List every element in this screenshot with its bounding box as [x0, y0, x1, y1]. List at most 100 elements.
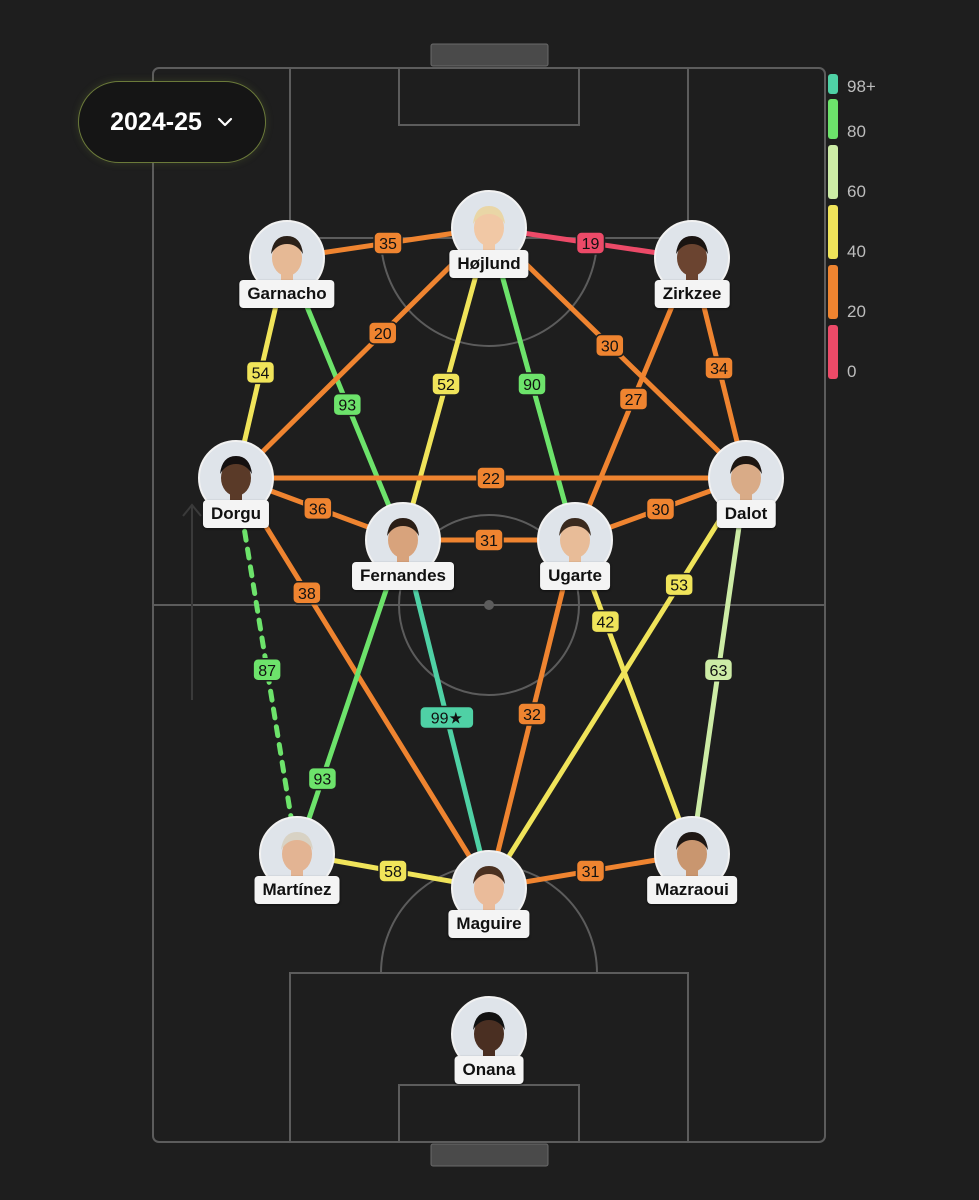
- link-value-badge: 52: [431, 372, 461, 396]
- link-value-badge: 36: [303, 496, 333, 521]
- link-value-bg: [373, 231, 403, 255]
- attack-direction-arrow: [182, 503, 202, 700]
- link-value-text: 63: [710, 663, 728, 680]
- chevron-down-icon: [217, 117, 232, 127]
- link-value-badge: 99★: [419, 705, 475, 730]
- link-value-bg: [367, 321, 398, 345]
- link-value-badge: 42: [590, 609, 621, 634]
- top-penalty-arc: [380, 237, 598, 347]
- player-name: Garnacho: [239, 280, 335, 308]
- legend-label-98: 98+: [847, 77, 876, 96]
- link-value-badge: 22: [476, 466, 506, 490]
- link-value-badge: 32: [517, 702, 547, 726]
- link-value-text: 58: [384, 864, 402, 881]
- link-value-badge: 30: [595, 333, 625, 358]
- link-value-badge: 27: [618, 387, 649, 411]
- player-name: Dorgu: [202, 500, 270, 528]
- link-value-bg: [378, 859, 408, 883]
- player-name: Mazraoui: [647, 876, 737, 904]
- link-value-text: 90: [523, 377, 541, 394]
- link-value-badge: 90: [517, 372, 547, 396]
- link-value-bg: [252, 658, 282, 682]
- link-value-badge: 35: [373, 231, 403, 255]
- player-name: Zirkzee: [654, 280, 730, 308]
- player-name: Martínez: [254, 876, 340, 904]
- legend-label-80: 80: [847, 122, 866, 141]
- link-value-text: 42: [597, 615, 615, 632]
- link-value-bg: [618, 387, 649, 411]
- link-value-text: 54: [252, 365, 270, 382]
- player-name: Ugarte: [540, 562, 610, 590]
- player-name: Onana: [454, 1056, 524, 1084]
- link-value-text: 30: [652, 502, 670, 519]
- bottom-goal-area: [398, 1084, 580, 1143]
- link-value-bg: [303, 496, 333, 521]
- link-value-badge: 19: [575, 231, 606, 255]
- link-value-text: 31: [582, 864, 600, 881]
- link-value-bg: [595, 333, 625, 358]
- season-dropdown[interactable]: 2024-25: [78, 81, 266, 163]
- link-value-badge: 87: [252, 658, 282, 682]
- link-value-text: 99★: [431, 710, 463, 727]
- link-value-bg: [704, 356, 734, 380]
- top-goal: [430, 43, 549, 67]
- link-value-text: 31: [480, 533, 498, 550]
- pass-links: 35 19 54 93 20 52 90 30 27 34 22 36 31 30 38 87 93 99★ 32 4…: [233, 225, 749, 891]
- link-value-badge: 53: [664, 572, 694, 597]
- link-value-bg: [292, 581, 322, 605]
- link-value-text: 52: [437, 377, 455, 394]
- player-name: Fernandes: [352, 562, 454, 590]
- legend-bar-4: [828, 265, 838, 319]
- legend-label-40: 40: [847, 242, 866, 261]
- player-name: Dalot: [716, 500, 776, 528]
- link-value-bg: [703, 658, 734, 682]
- link-value-badge: 30: [645, 497, 676, 521]
- link-value-badge: 34: [704, 356, 734, 380]
- bottom-goal: [430, 1143, 549, 1167]
- link-value-badge: 93: [307, 766, 338, 791]
- link-value-bg: [474, 528, 504, 552]
- link-value-bg: [575, 231, 606, 255]
- link-value-text: 38: [298, 586, 316, 603]
- link-value-text: 32: [523, 707, 541, 724]
- center-spot: [484, 600, 494, 610]
- link-value-badge: 93: [332, 392, 363, 417]
- link-value-text: 19: [582, 236, 600, 253]
- player-name: Højlund: [449, 250, 529, 278]
- link-value-text: 87: [258, 663, 276, 680]
- top-goal-area: [398, 67, 580, 126]
- link-value-badge: 20: [367, 321, 398, 345]
- link-value-bg: [664, 572, 694, 597]
- link-value-bg: [517, 702, 547, 726]
- legend-scale: [828, 74, 838, 379]
- link-value-badge: 31: [474, 528, 504, 552]
- link-value-bg: [307, 766, 338, 791]
- link-value-text: 53: [670, 578, 688, 595]
- link-value-text: 22: [482, 471, 500, 488]
- link-value-badge: 58: [378, 859, 408, 883]
- link-value-bg: [332, 392, 363, 417]
- legend-bar-2: [828, 145, 838, 199]
- link-hojlund-dorgu[interactable]: [233, 225, 492, 481]
- season-value: 2024-25: [110, 107, 202, 136]
- legend-label-0: 0: [847, 362, 857, 381]
- legend-bar-0: [828, 74, 838, 94]
- link-value-text: 36: [309, 501, 327, 518]
- link-value-text: 93: [314, 772, 332, 789]
- link-value-text: 35: [379, 236, 397, 253]
- center-circle: [398, 514, 580, 696]
- legend-bar-3: [828, 205, 838, 259]
- link-dalot-maguire[interactable]: [486, 475, 749, 891]
- legend-bar-5: [828, 325, 838, 379]
- link-dorgu-maguire[interactable]: [233, 475, 492, 891]
- legend-label-20: 20: [847, 302, 866, 321]
- link-value-bg: [431, 372, 461, 396]
- link-value-bg: [476, 466, 506, 490]
- link-fernandes-martinez[interactable]: [294, 537, 406, 857]
- link-ugarte-mazraoui[interactable]: [572, 537, 695, 857]
- link-value-bg: [590, 609, 621, 634]
- legend-label-60: 60: [847, 182, 866, 201]
- link-value-badge: 54: [245, 360, 276, 385]
- link-value-text: 34: [710, 361, 728, 378]
- player-name: Maguire: [448, 910, 530, 938]
